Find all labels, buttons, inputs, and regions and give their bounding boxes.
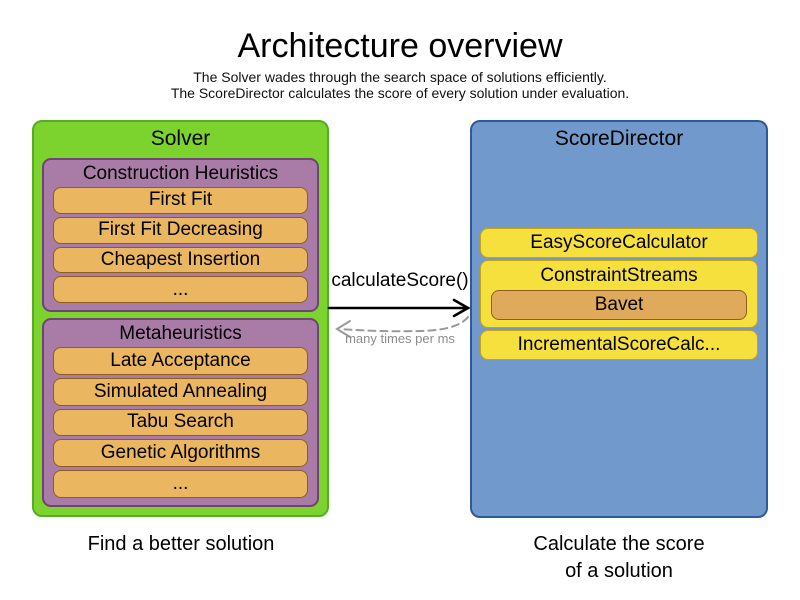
item-incremental-score-calculator: IncrementalScoreCalc... xyxy=(480,330,758,360)
solver-caption: Find a better solution xyxy=(87,533,275,555)
construction-heuristics-title: Construction Heuristics xyxy=(82,163,279,184)
item-first-fit-decreasing: First Fit Decreasing xyxy=(53,216,308,244)
metaheuristics-title: Metaheuristics xyxy=(119,323,242,344)
score-director-caption-line-1: Calculate the score xyxy=(533,533,705,555)
metaheuristics-items: Late Acceptance Simulated Annealing Tabu… xyxy=(53,347,308,498)
item-cheapest-insertion: Cheapest Insertion xyxy=(53,246,308,274)
metaheuristics-group: Metaheuristics Late Acceptance Simulated… xyxy=(42,318,319,507)
calculate-score-arrow xyxy=(327,298,471,318)
construction-heuristics-items: First Fit First Fit Decreasing Cheapest … xyxy=(53,187,308,303)
item-easy-score-calculator: EasyScoreCalculator xyxy=(480,228,758,258)
item-first-fit: First Fit xyxy=(53,187,308,214)
constraint-streams-group: ConstraintStreams Bavet xyxy=(480,260,758,328)
score-director-caption-line-2: of a solution xyxy=(565,560,673,582)
construction-heuristics-group: Construction Heuristics First Fit First … xyxy=(42,158,319,312)
item-metaheuristics-more: ... xyxy=(53,470,308,498)
subtitle-line-1: The Solver wades through the search spac… xyxy=(193,69,607,85)
solver-director-arrows xyxy=(327,298,471,338)
item-bavet: Bavet xyxy=(491,290,747,320)
solver-title: Solver xyxy=(150,127,211,150)
calculate-score-label: calculateScore() xyxy=(331,270,469,291)
many-times-return-arrow xyxy=(335,316,469,338)
solver-box: Solver Construction Heuristics First Fit… xyxy=(32,120,329,517)
score-director-box: ScoreDirector EasyScoreCalculator Constr… xyxy=(470,120,768,518)
item-late-acceptance: Late Acceptance xyxy=(53,347,308,375)
many-times-label: many times per ms xyxy=(345,331,455,346)
constraint-streams-title: ConstraintStreams xyxy=(540,265,698,286)
item-construction-heuristics-more: ... xyxy=(53,276,308,303)
item-simulated-annealing: Simulated Annealing xyxy=(53,377,308,406)
item-genetic-algorithms: Genetic Algorithms xyxy=(53,439,308,468)
score-director-caption: Calculate the score of a solution xyxy=(470,531,768,585)
page-title: Architecture overview xyxy=(237,27,563,65)
score-calculator-stack: EasyScoreCalculator ConstraintStreams Ba… xyxy=(480,228,758,360)
subtitle-line-2: The ScoreDirector calculates the score o… xyxy=(170,85,630,101)
item-tabu-search: Tabu Search xyxy=(53,408,308,437)
score-director-title: ScoreDirector xyxy=(554,127,684,150)
